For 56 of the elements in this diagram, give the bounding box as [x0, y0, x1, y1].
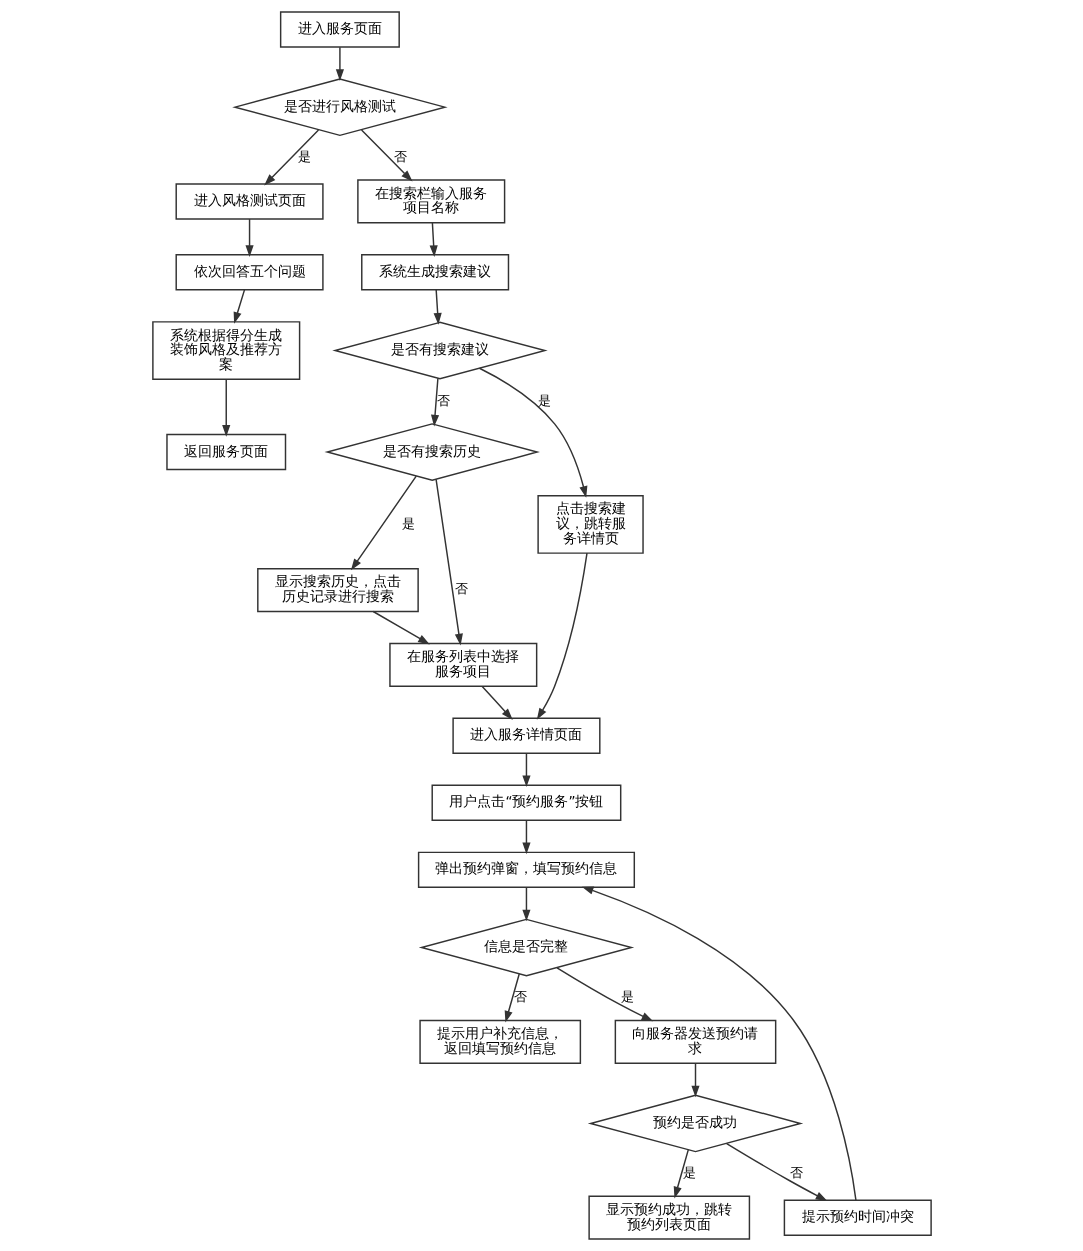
- arrow: [221, 378, 230, 437]
- arrow: [690, 1062, 700, 1098]
- edge-label: 否: [436, 392, 450, 408]
- node-box: 用户点击“预约服务”按钮: [430, 784, 621, 822]
- node-box: 进入服务详情页面: [451, 717, 601, 754]
- edge-label: 是: [401, 515, 415, 531]
- node-box: 返回服务页面: [165, 433, 286, 471]
- node-diamond: 是否有搜索建议: [331, 321, 548, 380]
- arrow: [350, 475, 417, 571]
- node-box: 进入服务页面: [279, 11, 400, 48]
- arrow: [360, 129, 413, 182]
- arrow: [521, 886, 531, 922]
- node-box: 点击搜索建议，跳转服务详情页: [536, 495, 644, 554]
- arrow: [430, 377, 439, 427]
- edge-label: 是: [537, 392, 551, 408]
- arrow: [434, 478, 463, 646]
- arrow: [433, 289, 442, 325]
- arrow: [555, 967, 653, 1022]
- edge-label: 否: [513, 989, 527, 1005]
- arrow: [521, 752, 531, 788]
- node-box: 提示预约时间冲突: [783, 1199, 932, 1236]
- arrow: [504, 973, 520, 1023]
- node-box: 向服务器发送预约请求: [614, 1019, 776, 1064]
- edge-label: 是: [297, 148, 311, 164]
- arrow: [233, 289, 245, 324]
- edge-label: 否: [393, 148, 407, 164]
- arrow: [725, 1142, 827, 1202]
- arrow: [581, 886, 857, 1201]
- node-box: 显示预约成功，跳转预约列表页面: [587, 1195, 750, 1240]
- arrow: [481, 685, 513, 720]
- arrow: [263, 129, 319, 186]
- node-box: 系统根据得分生成装饰风格及推荐方案: [151, 321, 300, 380]
- node-box: 提示用户补充信息，返回填写预约信息: [418, 1019, 581, 1064]
- arrow: [244, 218, 254, 258]
- node-diamond: 预约是否成功: [587, 1094, 803, 1153]
- edge-label: 否: [789, 1165, 803, 1181]
- arrow: [335, 46, 344, 81]
- node-box: 进入风格测试页面: [174, 183, 324, 220]
- edge-label: 是: [682, 1165, 696, 1181]
- arrow: [673, 1149, 689, 1199]
- arrow: [521, 819, 531, 855]
- node-diamond: 信息是否完整: [418, 918, 634, 977]
- node-diamond: 是否进行风格测试: [231, 78, 448, 137]
- node-box: 系统生成搜索建议: [360, 254, 509, 291]
- node-box: 在搜索栏输入服务项目名称: [356, 179, 505, 224]
- node-box: 显示搜索历史，点击历史记录进行搜索: [256, 567, 419, 613]
- arrow: [429, 222, 438, 258]
- arrow: [478, 367, 587, 498]
- node-box: 在服务列表中选择服务项目: [388, 642, 537, 687]
- arrow: [372, 610, 430, 645]
- node-box: 弹出预约弹窗，填写预约信息: [417, 851, 635, 889]
- edge-label: 否: [454, 581, 468, 597]
- edge-label: 是: [620, 989, 634, 1005]
- arrow: [536, 552, 588, 720]
- node-box: 依次回答五个问题: [174, 254, 324, 291]
- node-diamond: 是否有搜索历史: [323, 423, 540, 481]
